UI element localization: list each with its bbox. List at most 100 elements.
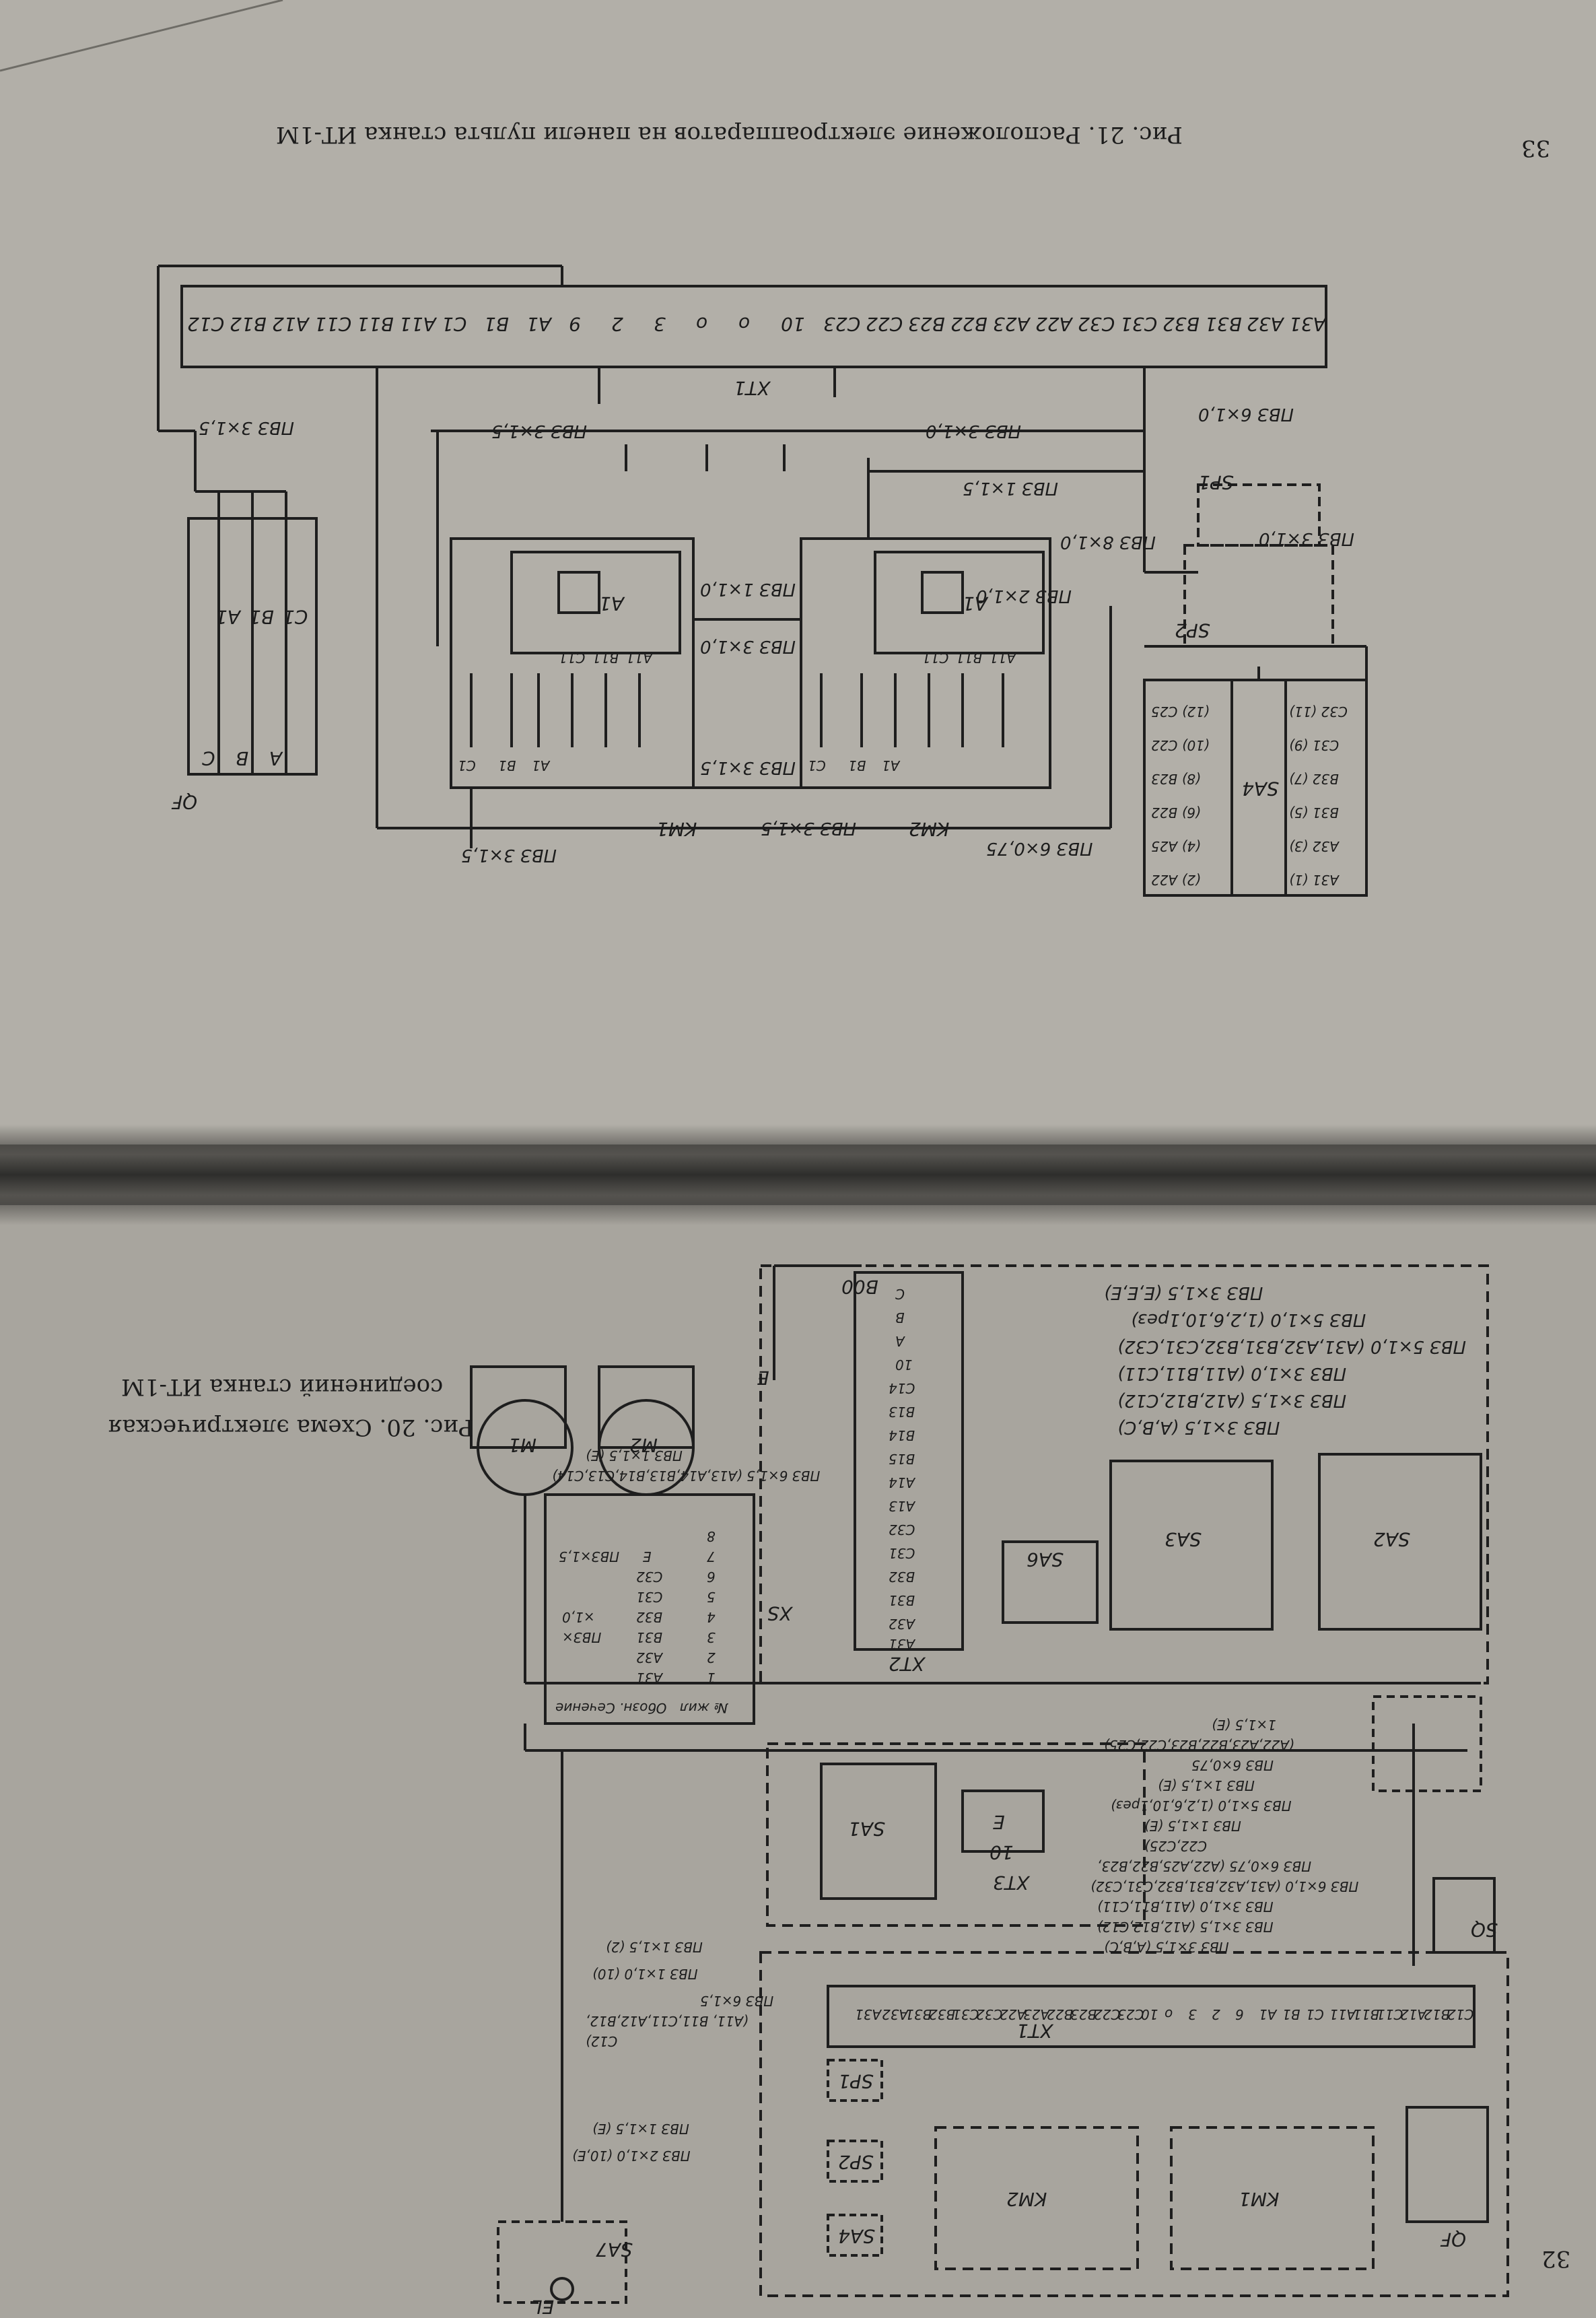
xt1-terminal: o (1165, 2006, 1173, 2022)
km2-label: KM2 (909, 818, 950, 840)
cable-table-cell: B31 (636, 1629, 663, 1645)
xt1-terminal: B22 (1047, 2006, 1074, 2022)
sa4-contact: (8) B23 (1151, 771, 1201, 787)
cable-table-cell: 8 (707, 1528, 716, 1544)
xt1-block-name: XT1 (734, 377, 771, 399)
xt3-terminal: E (993, 1811, 1005, 1833)
qf-pole-label: C (202, 747, 215, 770)
wire-note: ПВЗ 1×1,5 (E) (1144, 1818, 1241, 1834)
cable-table-cell: C32 (636, 1569, 663, 1585)
sa4-contact: (4) A25 (1151, 838, 1201, 854)
sq-label: SQ (1471, 1919, 1498, 1941)
wire-note: ПВЗ 5×1,0 (A31,A32,B31,B32,C31,C32) (1117, 1336, 1466, 1357)
cable-table-cell: 6 (707, 1569, 716, 1585)
xt1-terminal: A12 (272, 313, 309, 335)
sa4-label: SA4 (1242, 778, 1279, 800)
cable-table-cell: 2 (707, 1649, 716, 1666)
qf-label: QF (172, 791, 198, 813)
xt1-terminal: C23 (1117, 2006, 1144, 2022)
xt1-terminal: A31 (855, 2006, 882, 2022)
wire-label: ПВЗ 1×1,0 (700, 579, 796, 599)
qf-pole-label: A (269, 747, 283, 770)
xt1-terminal: o (738, 313, 751, 335)
xt1-terminal: C1 (1306, 2006, 1324, 2022)
xt2-terminal: B13 (889, 1404, 915, 1420)
cable-table-cell: A32 (636, 1649, 663, 1666)
cable-table-cell: A31 (636, 1670, 663, 1686)
qf-pole-label: B (236, 747, 249, 770)
qf-output-label: B1 (249, 606, 275, 628)
xt1-terminal: A23 (993, 313, 1030, 335)
xt1-terminal: B12 (1424, 2006, 1451, 2022)
wire-label: ПВЗ 1×1,5 (963, 478, 1058, 498)
contact-label: A1 (882, 757, 900, 774)
wire-note: ПВЗ 3×1,5 (A12,B12,C12) (1117, 1390, 1347, 1410)
wire-note: 1×1,5 (E) (1212, 1717, 1276, 1733)
sa6-label: SA6 (1027, 1548, 1064, 1571)
wire-note: ПВЗ 2×1,0 (10,E) (572, 2148, 691, 2164)
wire-note: C22,C25) (1144, 1838, 1207, 1854)
xt1-terminal: C32 (1078, 313, 1115, 335)
xt2-terminal: A14 (889, 1474, 915, 1491)
contact-label: B11 (592, 650, 619, 666)
xt2-terminal: C14 (889, 1380, 915, 1396)
xt2-terminal: C (895, 1286, 905, 1302)
wire-note: ПВЗ 6×0,75 (A22,A25,B22,B23, (1097, 1858, 1312, 1874)
page-33 (0, 0, 1596, 1145)
sa4-contact: (10) C22 (1151, 737, 1210, 753)
wire-label: ПВЗ 3×1,5 (761, 818, 856, 838)
xt1-terminal: C32 (976, 2006, 1003, 2022)
xt1-terminal: C31 (1120, 313, 1158, 335)
sa4-contact: B31 (5) (1289, 805, 1339, 821)
xt2-terminal: A31 (889, 1636, 915, 1652)
sa3-frame (1109, 1460, 1274, 1631)
cable-table-cell: B32 (636, 1609, 663, 1625)
wire-note: ПВЗ 3×1,0 (A11,B11,C11) (1117, 1363, 1347, 1384)
wire-note: ПВЗ 3×1,0 (A11,B11,C11) (1097, 1899, 1274, 1915)
sp2-label: SP2 (838, 2151, 874, 2173)
motor-wire-note: ПВЗ 1×1,5 (E) (586, 1447, 683, 1464)
sa3-label: SA3 (1165, 1528, 1202, 1550)
wire-label: ПВЗ 2×1,0 (976, 586, 1072, 606)
contact-label: A1 (532, 757, 550, 774)
wire-label: ПВЗ 3×1,0 (700, 636, 796, 656)
wire-note: ПВЗ 1×1,5 (E) (1158, 1777, 1255, 1794)
sa2-frame (1318, 1453, 1482, 1631)
xt1-terminal: A31 (1289, 313, 1326, 335)
wire-note: ПВЗ 3×1,5 (A12,B12,C12) (1097, 1919, 1274, 1935)
sp1-label: SP1 (838, 2070, 874, 2092)
km1-label: KM1 (1239, 2188, 1280, 2210)
xt1-terminal: A11 (1329, 2006, 1356, 2022)
wire-label: ПВЗ 6×0,75 (986, 838, 1093, 858)
contact-label: C11 (559, 650, 586, 666)
xt1-block-frame (180, 285, 1327, 368)
wire-note: C12) (586, 2033, 618, 2049)
figure-20-caption-line1: Рис. 20. Схема электрическая (108, 1414, 474, 1441)
xt2-label: XT2 (889, 1653, 926, 1675)
contact-label: C1 (458, 757, 476, 774)
xt1-terminal: 3 (1188, 2006, 1197, 2022)
xt1-terminal: 2 (1212, 2006, 1220, 2022)
wire-note: ПВЗ 6×1,5 (700, 1993, 774, 2009)
sp2-label: SP2 (1175, 619, 1210, 642)
xt1-terminal: B1 (484, 313, 510, 335)
sp1-label: SP1 (1198, 471, 1234, 493)
sa4-contact: (6) B22 (1151, 805, 1201, 821)
xt1-terminal: B31 (1205, 313, 1242, 335)
km1-label: KM1 (656, 818, 697, 840)
xt2-terminal: C31 (889, 1545, 915, 1561)
sa4-contact: A32 (3) (1289, 838, 1339, 854)
xt2-terminal: B15 (889, 1451, 915, 1467)
xt2-terminal: B32 (889, 1569, 915, 1585)
xt2-terminal: A13 (889, 1498, 915, 1514)
xt2-frame (854, 1271, 964, 1651)
xt1-terminal: B1 (1282, 2006, 1300, 2022)
el-label: EL (532, 2296, 555, 2318)
xt2-terminal: A (895, 1333, 905, 1349)
xt1-terminal: C11 (1377, 2006, 1403, 2022)
page-number-33: 33 (1521, 135, 1551, 162)
wire-note: ПВЗ 3×1,5 (A,B,C) (1117, 1417, 1280, 1437)
wire-label: ПВЗ 3×1,5 (491, 421, 587, 441)
wire-label: ПВЗ 3×1,5 (700, 757, 796, 778)
xt1-terminal: C11 (314, 313, 352, 335)
